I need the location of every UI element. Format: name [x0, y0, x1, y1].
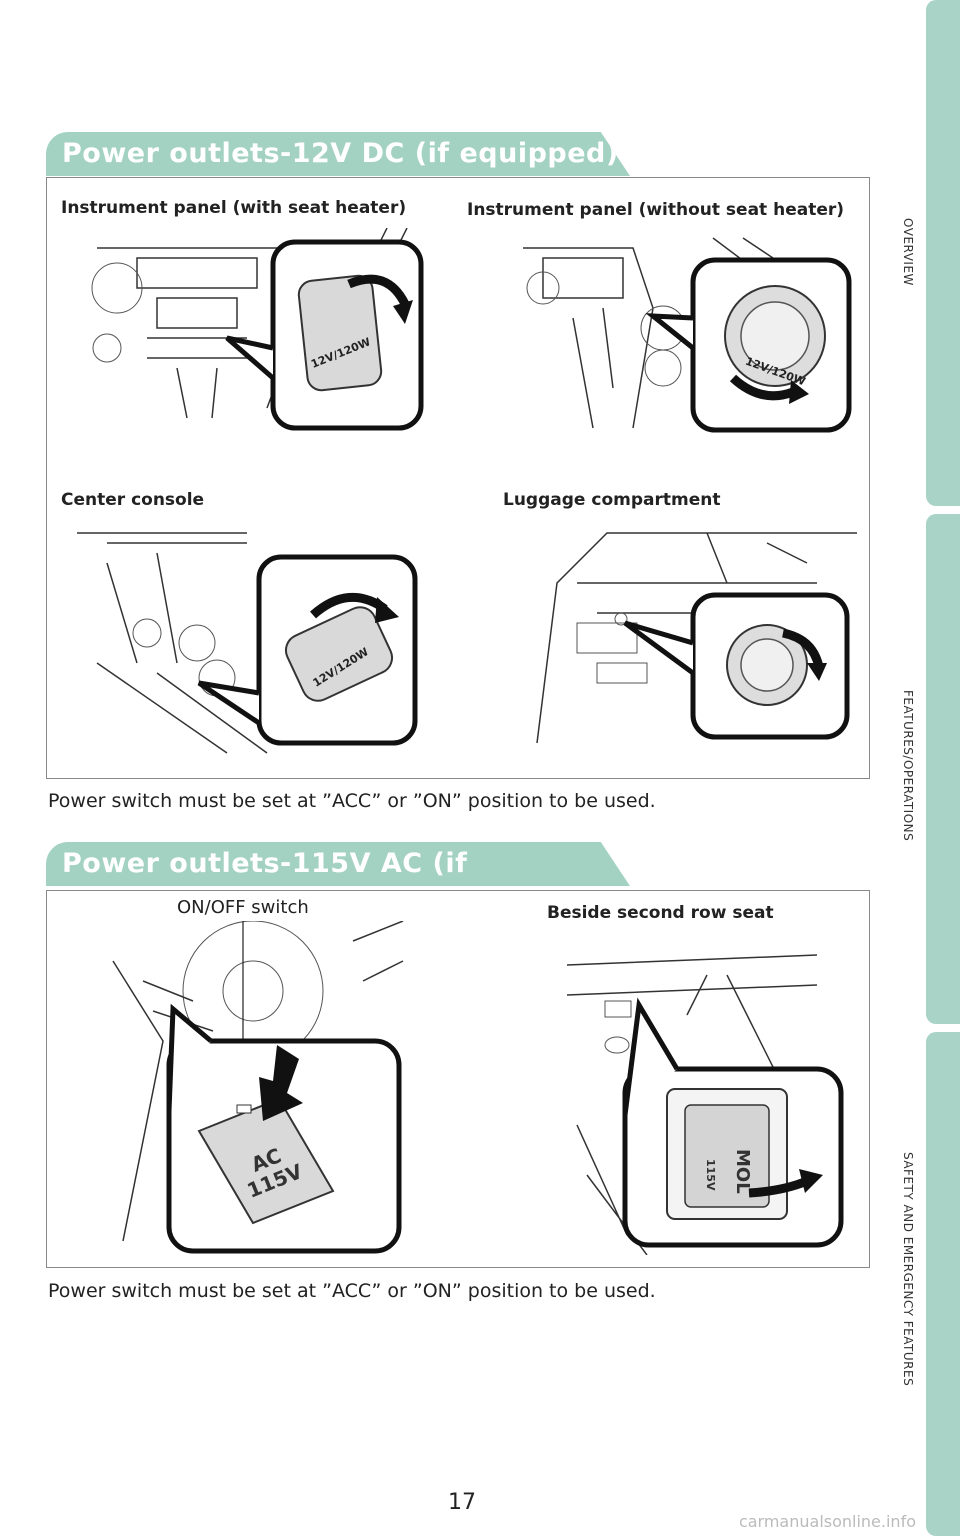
tab-overview-label: OVERVIEW — [901, 218, 915, 286]
illustration-center-console: 12V/120W — [77, 532, 418, 754]
section-title-dc: Power outlets-12V DC (if equipped) — [46, 132, 630, 176]
tab-safety[interactable] — [926, 1032, 960, 1536]
illustration-ac-switch: AC 115V — [112, 921, 404, 1254]
caption-on-off-switch: ON/OFF switch — [177, 897, 309, 918]
tab-features-operations[interactable] — [926, 514, 960, 1024]
side-tabs — [924, 0, 960, 1536]
dc-illustration-panel: Instrument panel (with seat heater) Inst… — [46, 177, 870, 779]
tab-features-label: FEATURES/OPERATIONS — [901, 690, 915, 842]
watermark: carmanualsonline.info — [738, 1512, 916, 1531]
illustration-second-row-outlet: 115V MOL — [567, 954, 844, 1255]
caption-without-heater: Instrument panel (without seat heater) — [467, 200, 845, 220]
dc-note: Power switch must be set at ”ACC” or ”ON… — [48, 790, 656, 812]
caption-luggage: Luggage compartment — [503, 490, 721, 510]
tab-safety-label: SAFETY AND EMERGENCY FEATURES — [901, 1152, 915, 1387]
ac-illustration-panel: ON/OFF switch Beside second row seat AC … — [46, 890, 870, 1268]
caption-second-row: Beside second row seat — [547, 903, 774, 923]
illustration-panel-with-heater: 12V/120W — [91, 228, 424, 431]
illustration-panel-without-heater: 12V/120W — [523, 237, 852, 433]
section-title-ac: Power outlets-115V AC (if equipped) — [46, 842, 630, 886]
outlet-label-115v: 115V — [704, 1159, 717, 1191]
outlet-label-mol: MOL — [732, 1149, 753, 1194]
illustration-luggage — [536, 532, 857, 744]
tab-overview[interactable] — [926, 0, 960, 506]
caption-with-heater: Instrument panel (with seat heater) — [61, 198, 407, 218]
page-number: 17 — [448, 1490, 476, 1515]
ac-note: Power switch must be set at ”ACC” or ”ON… — [48, 1280, 656, 1302]
caption-center-console: Center console — [61, 490, 205, 510]
